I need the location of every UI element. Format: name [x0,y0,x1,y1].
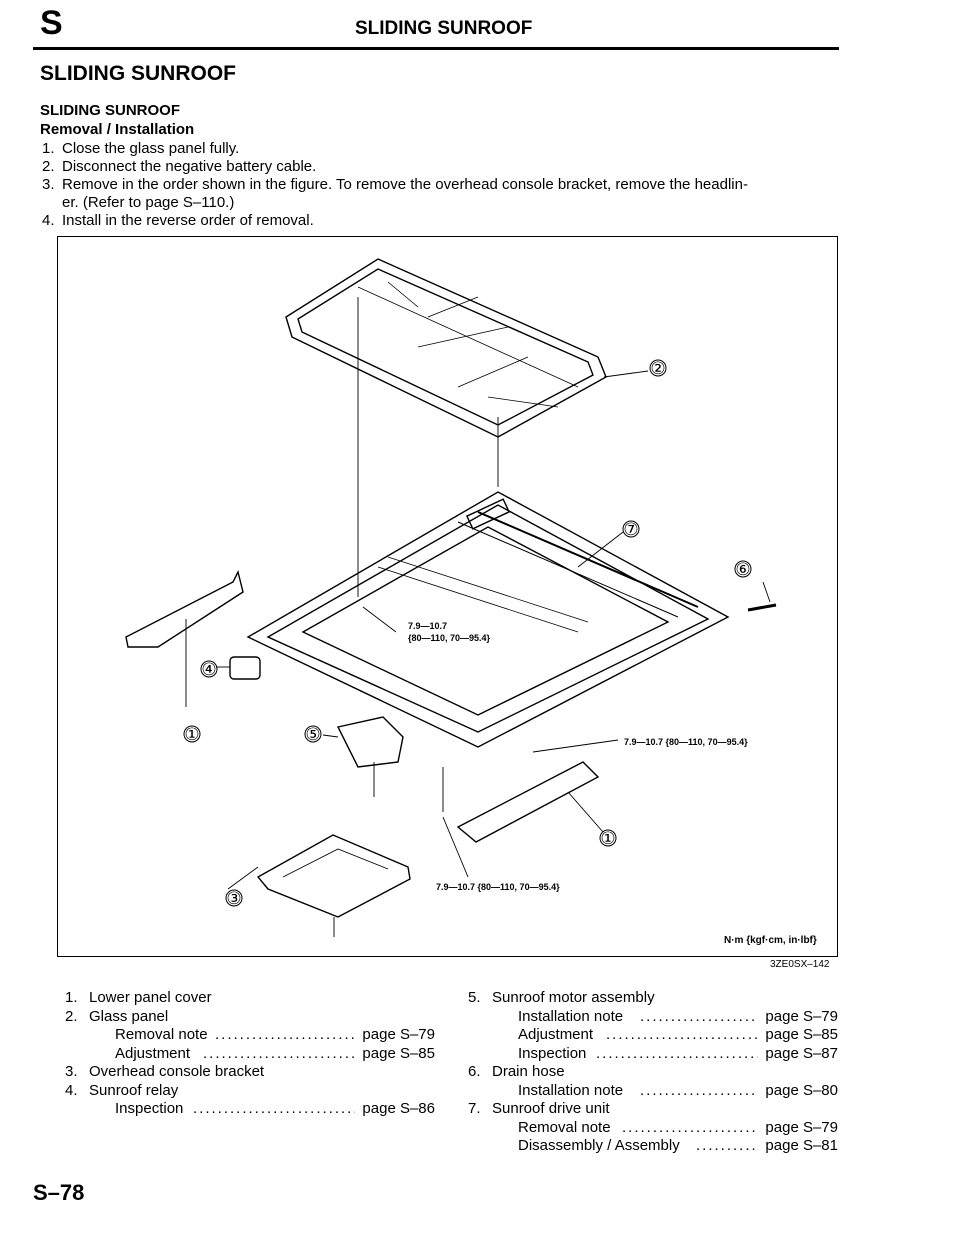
legend-left: 1.Lower panel cover 2.Glass panel Remova… [65,989,435,1119]
legend-subitem: Inspection..............................… [518,1044,838,1062]
legend-subitem: Installation note.......................… [518,1081,838,1099]
callout-3: ③ [226,889,241,908]
glass-panel-drawing [285,258,607,438]
legend-item-2: 2.Glass panel [65,1007,169,1025]
legend-item-7: 7.Sunroof drive unit [468,1100,610,1117]
sunroof-exploded-diagram: ② ⑦ ⑥ ④ ① ⑤ ① ③ [125,258,777,937]
legend-right: 5.Sunroof motor assembly Installation no… [468,989,838,1156]
legend-subitem: Installation note.......................… [518,1007,838,1025]
legend-item-5: 5.Sunroof motor assembly [468,989,655,1006]
callout-2: ② [650,359,665,378]
torque-units-legend: N·m {kgf·cm, in·lbf} [724,935,817,946]
lower-panel-cover-left-drawing [125,569,244,707]
legend-item-1: 1.Lower panel cover [65,989,212,1006]
legend-subitem: Inspection..............................… [115,1100,435,1117]
exploded-view-figure: ② ⑦ ⑥ ④ ① ⑤ ① ③ 7.9—10.7 {80—110, 70—95.… [57,236,838,957]
legend-subitem: Removal note............................… [518,1118,838,1136]
torque-spec-1-units: {80—110, 70—95.4} [408,633,491,643]
figure-code: 3ZE0SX–142 [770,959,830,970]
legend-subitem: Adjustment..............................… [518,1026,838,1043]
callout-6: ⑥ [735,560,750,579]
callout-1-right: ① [600,829,615,848]
header-rule [33,47,839,50]
sunroof-drive-unit-drawing [246,491,730,748]
subheading: SLIDING SUNROOF [40,102,181,119]
torque-spec-2: 7.9—10.7 {80—110, 70—95.4} [624,737,748,747]
procedure-title: Removal / Installation [40,121,195,138]
running-title: SLIDING SUNROOF [355,18,533,39]
torque-spec-1: 7.9—10.7 [408,621,448,631]
legend-item-3: 3.Overhead console bracket [65,1063,265,1080]
overhead-console-bracket-drawing [256,834,411,937]
legend-item-4: 4.Sunroof relay [65,1081,179,1099]
callout-1-left: ① [184,725,199,744]
callout-5: ⑤ [305,725,320,744]
torque-spec-3: 7.9—10.7 {80—110, 70—95.4} [436,882,560,892]
callout-7: ⑦ [623,520,638,539]
sunroof-relay-drawing [229,656,261,680]
drain-hose-drawing [747,603,777,612]
section-title: SLIDING SUNROOF [40,62,237,85]
page-number: S–78 [33,1180,85,1205]
sunroof-motor-drawing [336,716,444,812]
legend-item-6: 6.Drain hose [468,1063,565,1080]
section-letter: S [40,4,63,42]
legend-subitem: Removal note............................… [115,1026,435,1043]
callout-4: ④ [201,660,216,679]
legend-subitem: Adjustment..............................… [115,1044,435,1062]
legend-subitem: Disassembly / Assembly..................… [518,1137,838,1154]
lower-panel-cover-right-drawing [456,761,600,843]
